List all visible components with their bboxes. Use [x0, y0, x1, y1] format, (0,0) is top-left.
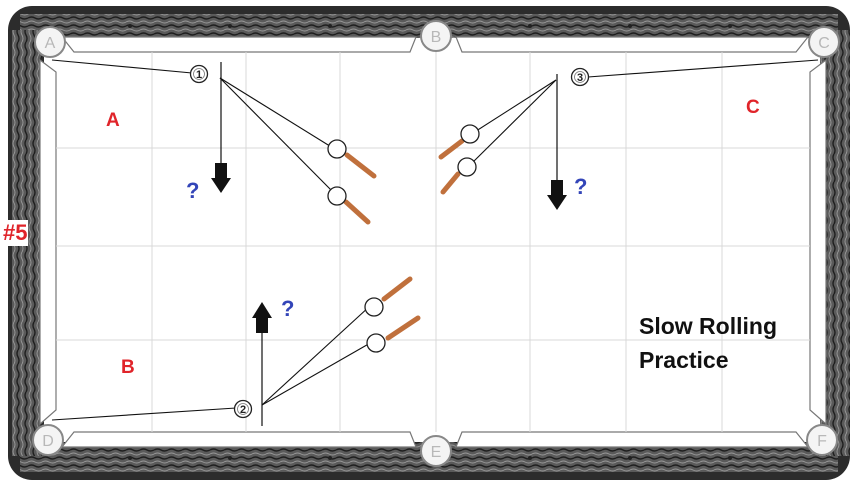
diamond-sights — [128, 24, 732, 460]
cue-sticks — [343, 138, 465, 341]
arrow-head-down-ball-3 — [547, 180, 567, 210]
table-cushions — [39, 36, 827, 448]
svg-text:1: 1 — [196, 69, 202, 81]
pockets: A B C D E F — [32, 20, 840, 467]
drill-number-label: #5 — [2, 220, 29, 246]
cue-stick-3 — [381, 276, 413, 302]
drill-title: Slow Rolling Practice — [639, 309, 777, 377]
table-grid — [56, 52, 810, 432]
svg-text:C: C — [818, 35, 830, 52]
cue-stick-5 — [438, 138, 465, 160]
cue-ball-1 — [327, 139, 347, 159]
svg-text:B: B — [431, 29, 442, 46]
pocket-c: C — [808, 26, 840, 58]
zone-label-c: C — [746, 97, 760, 118]
cue-stick-4 — [385, 315, 421, 341]
question-mark-ball-1: ? — [186, 178, 200, 203]
pocket-f: F — [806, 424, 838, 456]
cue-ball-2 — [327, 186, 347, 206]
table-cloth — [44, 38, 820, 442]
object-balls: 1 2 3 — [189, 64, 590, 419]
drill-title-line-1: Slow Rolling — [639, 313, 777, 339]
cue-ball-3 — [364, 297, 384, 317]
drill-title-line-2: Practice — [639, 347, 729, 373]
pocket-b: B — [420, 20, 452, 52]
pocket-e: E — [420, 435, 452, 467]
pocket-d: D — [32, 424, 64, 456]
question-mark-ball-3: ? — [574, 174, 588, 199]
svg-text:3: 3 — [577, 72, 583, 84]
cue-balls — [327, 124, 480, 353]
cue-stick-1 — [344, 152, 377, 179]
cue-ball-5 — [460, 124, 480, 144]
svg-text:A: A — [45, 35, 56, 52]
zone-label-b: B — [121, 357, 135, 378]
direction-arrows — [211, 62, 567, 426]
arrow-head-up-ball-2 — [252, 302, 272, 333]
pocket-a: A — [34, 26, 66, 58]
svg-text:D: D — [42, 433, 54, 450]
object-ball-1: 1 — [189, 64, 209, 84]
svg-text:2: 2 — [240, 404, 246, 416]
aim-lines — [51, 59, 819, 421]
cue-ball-4 — [366, 333, 386, 353]
arrow-head-down-ball-1 — [211, 163, 231, 193]
cue-stick-6 — [440, 171, 461, 195]
object-ball-3: 3 — [570, 67, 590, 87]
cue-ball-6 — [457, 157, 477, 177]
cue-stick-2 — [343, 199, 371, 225]
question-mark-ball-2: ? — [281, 296, 295, 321]
svg-text:F: F — [817, 433, 827, 450]
svg-text:E: E — [431, 444, 442, 461]
object-ball-2: 2 — [233, 399, 253, 419]
zone-label-a: A — [106, 110, 120, 131]
